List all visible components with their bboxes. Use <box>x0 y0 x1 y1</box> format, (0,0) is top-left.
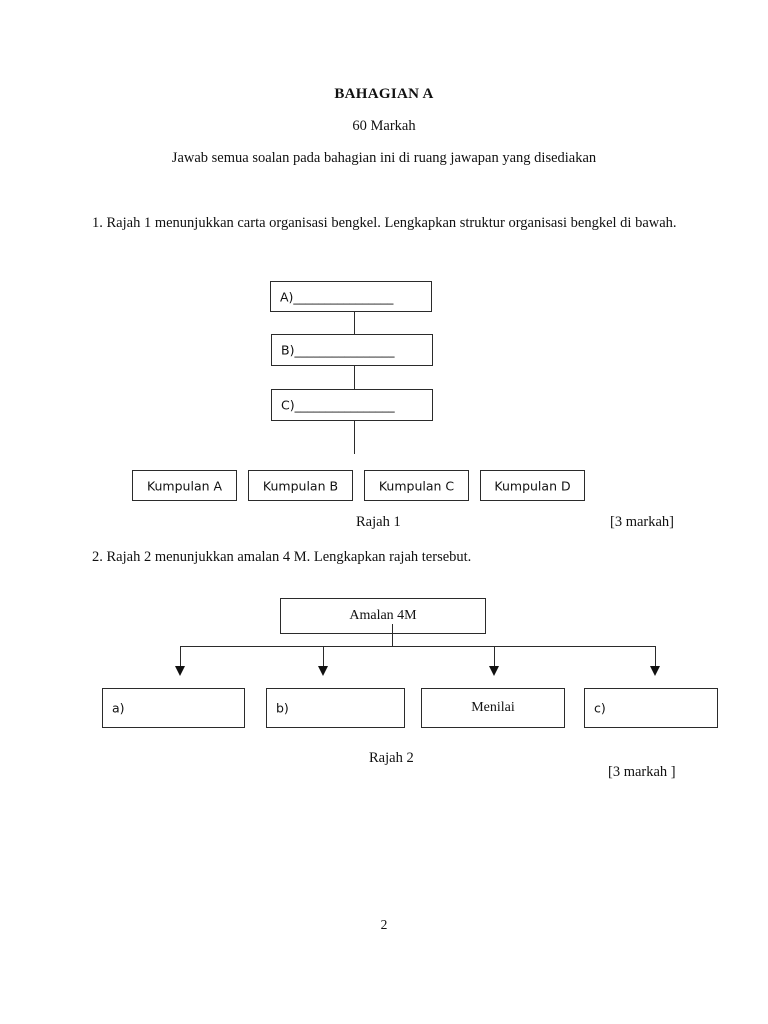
branch-line-2 <box>323 646 324 669</box>
org-group-box-d-label: Kumpulan D <box>494 478 571 493</box>
amalan-leaf-box-c: c) <box>584 688 718 728</box>
connector-a-to-b <box>354 312 355 338</box>
amalan-leaf-box-a-label: a) <box>112 700 125 716</box>
total-marks-label: 60 Markah <box>352 118 416 134</box>
branch-arrow-3-icon <box>489 666 499 676</box>
question-1-text: 1. Rajah 1 menunjukkan carta organisasi … <box>92 215 677 231</box>
amalan-leaf-box-b-label: b) <box>276 700 289 716</box>
rajah-1-caption: Rajah 1 <box>356 514 401 530</box>
amalan-leaf-box-b: b) <box>266 688 405 728</box>
root-stem <box>392 624 393 646</box>
org-box-c-label: C)________________ <box>281 397 395 413</box>
org-box-b-label: B)________________ <box>281 342 395 358</box>
question-2-text: 2. Rajah 2 menunjukkan amalan 4 M. Lengk… <box>92 549 472 565</box>
page-title: BAHAGIAN A <box>334 86 434 102</box>
amalan-leaf-box-a: a) <box>102 688 245 728</box>
org-box-b: B)________________ <box>271 334 433 366</box>
org-group-box-b: Kumpulan B <box>248 470 353 501</box>
branch-arrow-1-icon <box>175 666 185 676</box>
rajah-1-marks: [3 markah] <box>610 514 675 530</box>
branch-arrow-4-icon <box>650 666 660 676</box>
branch-line-4 <box>655 646 656 669</box>
org-group-box-a-label: Kumpulan A <box>146 478 223 493</box>
org-group-box-a: Kumpulan A <box>132 470 237 501</box>
branch-arrow-2-icon <box>318 666 328 676</box>
branch-bus-line <box>180 646 655 647</box>
branch-line-3 <box>494 646 495 669</box>
page-number: 2 <box>380 917 388 932</box>
org-group-box-b-label: Kumpulan B <box>262 478 339 493</box>
branch-line-1 <box>180 646 181 669</box>
amalan-root-box: Amalan 4M <box>280 598 486 634</box>
org-box-c: C)________________ <box>271 389 433 421</box>
org-group-box-c-label: Kumpulan C <box>378 478 455 493</box>
amalan-leaf-box-menilai: Menilai <box>421 688 565 728</box>
rajah-2-caption: Rajah 2 <box>369 750 414 766</box>
org-box-a-label: A)________________ <box>280 289 394 304</box>
org-group-box-d: Kumpulan D <box>480 470 585 501</box>
org-box-a: A)________________ <box>270 281 432 312</box>
connector-b-to-c <box>354 366 355 391</box>
amalan-root-label: Amalan 4M <box>349 608 417 623</box>
amalan-leaf-box-c-label: c) <box>594 700 606 716</box>
org-group-box-c: Kumpulan C <box>364 470 469 501</box>
amalan-leaf-box-menilai-label: Menilai <box>471 700 515 715</box>
instruction-text: Jawab semua soalan pada bahagian ini di … <box>171 150 597 166</box>
rajah-2-marks: [3 markah ] <box>608 764 676 780</box>
connector-c-to-groups <box>354 421 355 454</box>
